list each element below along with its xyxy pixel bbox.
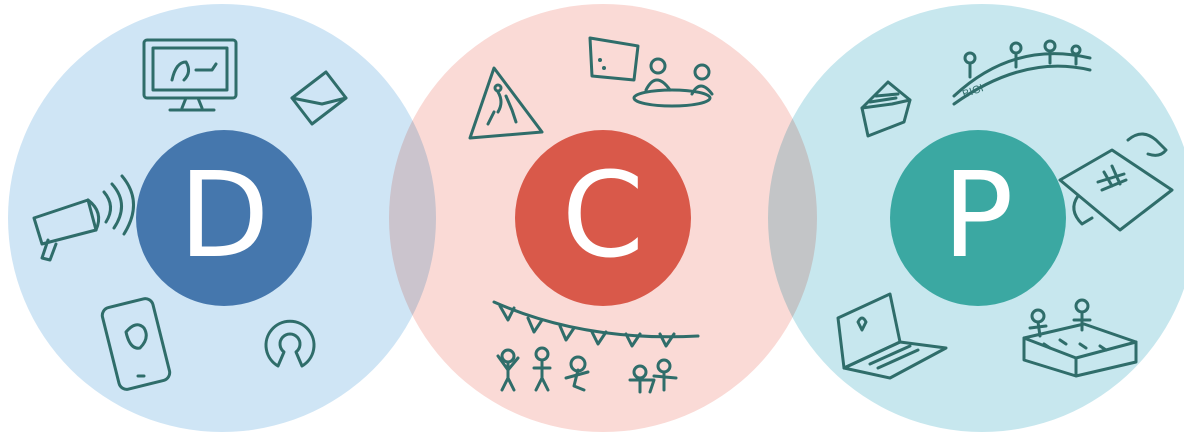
drawing-map-icon xyxy=(1058,132,1174,232)
bunting-celebration-icon xyxy=(492,300,700,394)
circle-d-inner xyxy=(136,130,312,306)
circle-p-inner xyxy=(890,130,1066,306)
letter-p: P xyxy=(942,146,1014,284)
open-source-icon xyxy=(264,319,316,368)
megaphone-icon xyxy=(32,174,135,262)
letter-c: C xyxy=(561,146,645,284)
circle-c-inner xyxy=(515,130,691,306)
house-icon xyxy=(860,80,912,138)
envelope-icon xyxy=(290,70,348,126)
laptop-icon xyxy=(836,292,948,380)
smartphone-icon xyxy=(100,297,172,391)
monitor-icon xyxy=(142,38,238,112)
model-table-icon xyxy=(1022,298,1138,378)
warning-sign-icon xyxy=(468,66,544,140)
letter-d: D xyxy=(178,146,270,284)
meeting-table-icon xyxy=(588,36,714,108)
